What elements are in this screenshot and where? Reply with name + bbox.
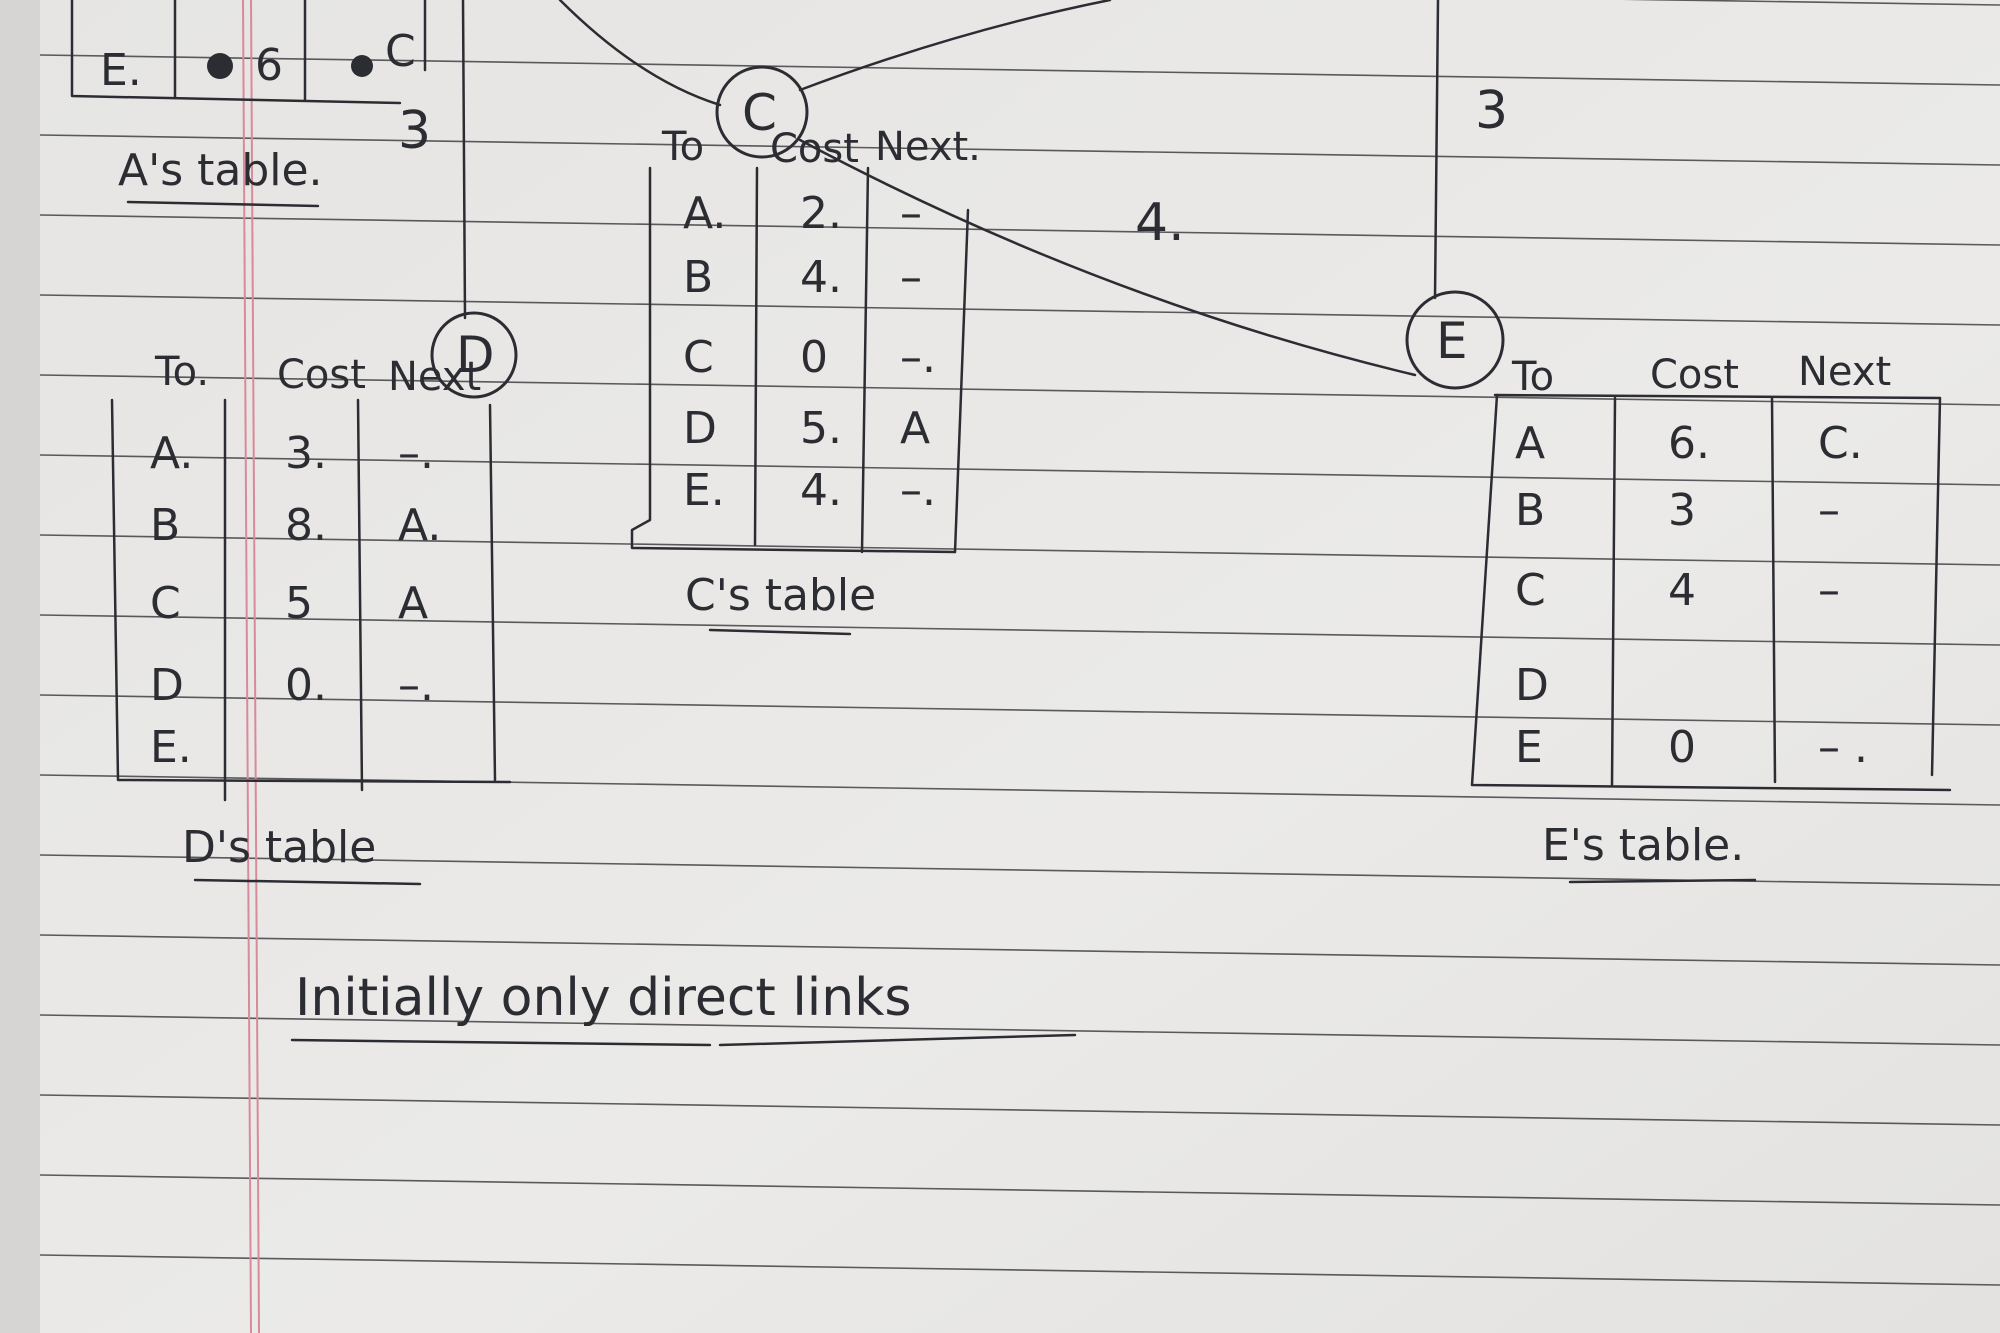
node-label: D xyxy=(456,326,495,384)
table-cell: E. xyxy=(150,722,192,773)
edge-cost-label: 3 xyxy=(1475,81,1508,141)
table-cell: – . xyxy=(1818,722,1868,773)
table-header: Cost xyxy=(1650,352,1739,398)
table-cell: 0 xyxy=(800,332,828,383)
table-cell: 8. xyxy=(285,500,327,551)
table-cell: C. xyxy=(1818,418,1863,469)
ruled-line xyxy=(39,454,2000,486)
note: Initially only direct links xyxy=(290,968,1077,1047)
margin-line xyxy=(242,0,252,1333)
table-cell: – xyxy=(1818,485,1840,536)
ruled-line xyxy=(39,934,2000,966)
table-header: Next xyxy=(388,354,481,400)
table-cell: –. xyxy=(398,660,434,711)
table-caption: A's table. xyxy=(118,145,323,196)
edge-top-to-c xyxy=(558,0,722,107)
ruled-line xyxy=(39,374,2000,406)
table-cell: 0. xyxy=(285,660,327,711)
table-cell: C xyxy=(1515,565,1546,616)
node-d: D xyxy=(430,311,518,399)
table-cell: C xyxy=(683,332,714,383)
table-cell: B xyxy=(683,252,713,303)
table-cell: D xyxy=(1515,660,1549,711)
edge-c-to-e xyxy=(798,138,1417,377)
table-cell: A xyxy=(1515,418,1545,469)
e-table: To Cost Next A 6. C. B 3 – C 4 – DE 0 – . E's table… xyxy=(1470,349,1952,884)
ruled-line xyxy=(39,1014,2000,1046)
table-cell: D xyxy=(150,660,184,711)
table-cell: –. xyxy=(398,428,434,479)
d-table: To. Cost Next A. 3. –. B 8. A. C 5 A D 0. –. E. D's … xyxy=(110,349,512,886)
scribble-mark xyxy=(207,53,233,79)
table-caption: C's table xyxy=(685,570,876,621)
ruled-line xyxy=(39,134,2000,166)
table-cell: A. xyxy=(683,188,726,239)
edge-cost-label: 4. xyxy=(1135,193,1185,253)
ruled-line xyxy=(39,214,2000,246)
ruled-line xyxy=(39,694,2000,726)
table-header: To xyxy=(1511,354,1554,400)
table-cell: –. xyxy=(900,332,936,383)
ruled-line xyxy=(39,614,2000,646)
binding-edge xyxy=(0,0,40,1333)
table-cell: 6. xyxy=(1668,418,1710,469)
table-cell: E. xyxy=(100,45,142,96)
table-cell: 3. xyxy=(285,428,327,479)
table-cell: 5 xyxy=(285,578,313,629)
table-caption: D's table xyxy=(182,822,376,873)
table-cell: E xyxy=(1515,722,1543,773)
table-header: To. xyxy=(154,349,209,395)
table-cell: 3 xyxy=(1668,485,1696,536)
table-cell: – xyxy=(900,188,922,239)
table-header: Next. xyxy=(875,124,981,170)
table-cell: A. xyxy=(398,500,441,551)
scribble-mark xyxy=(351,55,373,77)
table-header: To xyxy=(661,124,704,170)
ruled-line xyxy=(39,774,2000,806)
edge-c-to-top-right xyxy=(798,0,1112,92)
table-cell: 4. xyxy=(800,465,842,516)
table-cell: A xyxy=(900,403,930,454)
table-header: Cost xyxy=(277,352,366,398)
node-e: E xyxy=(1405,290,1505,390)
table-caption: E's table. xyxy=(1542,820,1744,871)
ruled-line xyxy=(39,294,2000,326)
node-label: E xyxy=(1436,312,1468,370)
graph-edges xyxy=(461,0,1440,377)
table-cell: 2. xyxy=(800,188,842,239)
table-cell: C xyxy=(150,578,181,629)
table-cell: 5. xyxy=(800,403,842,454)
edge-cost-label: 3 xyxy=(398,101,431,161)
table-cell: 0 xyxy=(1668,722,1696,773)
edge-top-right-to-e xyxy=(1433,0,1440,300)
table-cell: A xyxy=(398,578,428,629)
table-cell: 4 xyxy=(1668,565,1696,616)
ruled-line xyxy=(39,1094,2000,1126)
edge-a-to-d xyxy=(461,0,467,320)
table-cell: B xyxy=(1515,485,1545,536)
table-cell: A. xyxy=(150,428,193,479)
table-cell: C xyxy=(385,26,416,77)
node-c: C xyxy=(715,65,809,159)
table-cell: 4. xyxy=(800,252,842,303)
ruled-line xyxy=(39,534,2000,566)
note-text: Initially only direct links xyxy=(295,968,911,1028)
ruled-line xyxy=(39,1254,2000,1286)
margin-line xyxy=(250,0,260,1333)
node-label: C xyxy=(742,84,777,142)
table-cell: – xyxy=(900,252,922,303)
ruled-line xyxy=(39,1174,2000,1206)
table-cell: D xyxy=(683,403,717,454)
table-cell: – xyxy=(1818,565,1840,616)
table-cell: 6 xyxy=(255,40,283,91)
table-header: Next xyxy=(1798,349,1891,395)
table-cell: B xyxy=(150,500,180,551)
a-table: E. 6 C A's table. xyxy=(70,0,427,208)
table-header: Cost xyxy=(770,126,859,172)
table-cell: E. xyxy=(683,465,725,516)
c-table: To Cost Next. A. 2. – B 4. – C 0 –. D 5. A E. 4. –. C'… xyxy=(630,124,981,636)
table-cell: –. xyxy=(900,465,936,516)
